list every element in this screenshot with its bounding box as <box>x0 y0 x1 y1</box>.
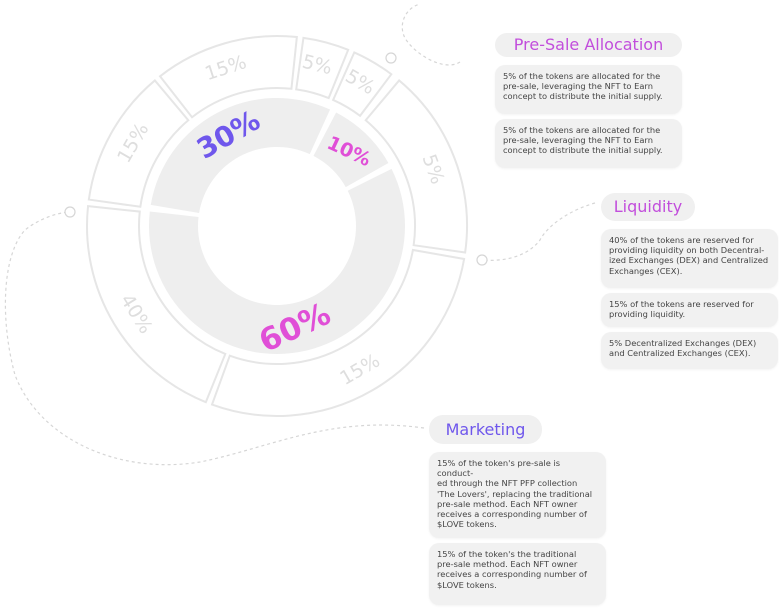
donut-segment-2 <box>313 112 389 188</box>
liquidity-card-3: 5% Decentralized Exchanges (DEX) and Cen… <box>601 332 778 369</box>
donut-inner-ring: 30%10%60% <box>148 97 405 360</box>
donut-outer-ring: 15%15%5%5%5%15%40% <box>86 35 468 417</box>
presale-card-1: 5% of the tokens are allocated for the p… <box>495 65 682 114</box>
presale-title: Pre-Sale Allocation <box>495 33 682 57</box>
outer-segment-4 <box>331 51 393 118</box>
donut-segment-3 <box>148 168 405 354</box>
presale-card-2: 5% of the tokens are allocated for the p… <box>495 119 682 168</box>
marketing-title: Marketing <box>429 415 542 444</box>
liquidity-title: Liquidity <box>601 193 695 221</box>
liquidity-card-1: 40% of the tokens are reserved for provi… <box>601 229 778 288</box>
outer-segment-6 <box>210 248 466 417</box>
marketing-connector <box>4 211 425 466</box>
connector-node-3 <box>64 206 76 218</box>
connector-node-2 <box>476 254 488 266</box>
connector-node-1 <box>385 52 397 64</box>
presale-connector <box>401 3 461 66</box>
outer-segment-5 <box>364 79 468 254</box>
outer-segment-7 <box>86 205 227 404</box>
donut-segment-1 <box>150 97 331 213</box>
outer-segment-3 <box>295 36 350 100</box>
liquidity-card-2: 15% of the tokens are reserved for provi… <box>601 293 778 327</box>
marketing-card-1: 15% of the token's pre-sale is conduct- … <box>429 452 606 538</box>
marketing-card-2: 15% of the token's the traditional pre-s… <box>429 543 606 605</box>
liquidity-connector <box>481 202 596 261</box>
outer-segment-1 <box>87 79 190 208</box>
outer-segment-2 <box>158 35 298 119</box>
